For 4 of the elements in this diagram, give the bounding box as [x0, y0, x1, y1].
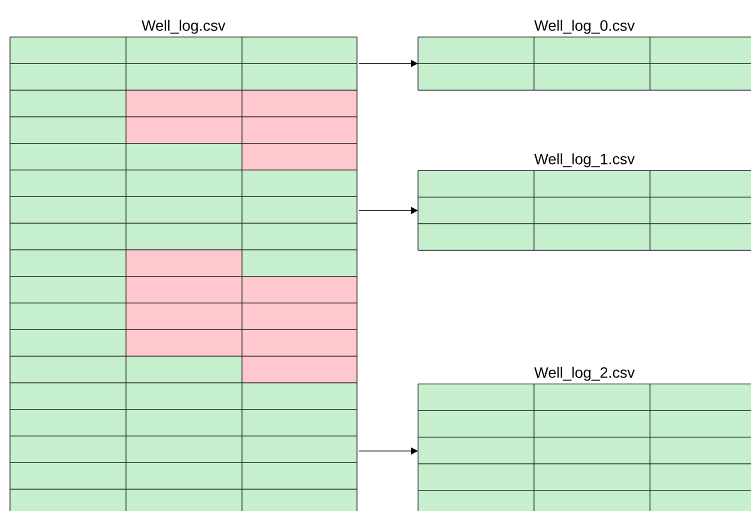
table-title: Well_log.csv — [142, 20, 226, 34]
table-title: Well_log_2.csv — [534, 366, 635, 381]
table-title: Well_log_0.csv — [534, 20, 635, 34]
table-title: Well_log_1.csv — [534, 153, 635, 168]
